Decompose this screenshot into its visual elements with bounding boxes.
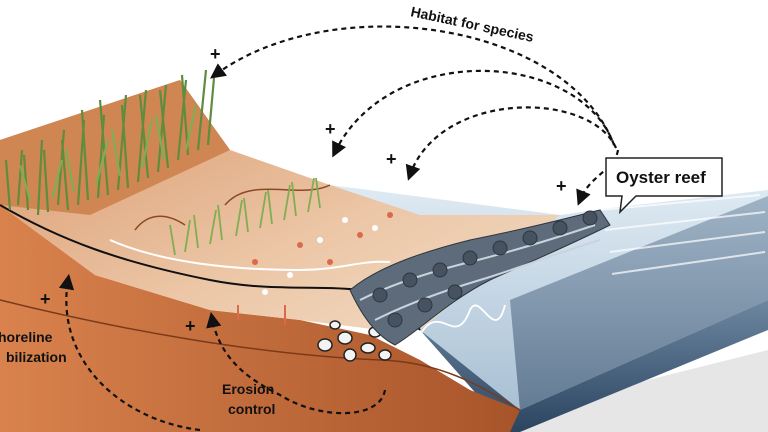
shoreline-label-line1: horeline	[0, 329, 53, 345]
erosion-label-line2: control	[228, 401, 275, 417]
arrows	[58, 25, 620, 432]
plus-shoreline: +	[40, 289, 51, 309]
marsh-grass	[4, 69, 321, 256]
habitat-arrow-reef	[576, 149, 620, 206]
wave-lines	[599, 194, 766, 275]
sediment-layer-line	[0, 299, 521, 411]
plus-signs: + + + + + +	[40, 44, 567, 336]
erosion-label-line1: Erosion	[222, 381, 274, 397]
plus-habitat-flat: +	[386, 149, 397, 169]
oyster-reef-callout: Oyster reef	[605, 157, 723, 215]
plus-erosion: +	[185, 316, 196, 336]
oyster-reef	[349, 209, 611, 346]
erosion-arrow	[206, 311, 387, 415]
oyster-reef-label: Oyster reef	[616, 168, 706, 187]
water-front-face	[510, 196, 768, 410]
shoreline-arrow	[58, 273, 201, 432]
tidal-creek	[134, 184, 331, 231]
habitat-arrow-flat	[405, 106, 618, 181]
habitat-arrow-mid	[332, 69, 616, 158]
plus-habitat-marsh: +	[210, 44, 221, 64]
waterline-curve	[109, 239, 391, 272]
sediment-side-face	[0, 205, 520, 432]
plus-habitat-reef: +	[556, 176, 567, 196]
habitat-arrow-marsh	[210, 25, 614, 141]
plus-habitat-mid: +	[325, 119, 336, 139]
buried-shells	[317, 320, 392, 362]
shoreline-label-line2: bilization	[6, 349, 67, 365]
sediment-particles	[237, 212, 393, 325]
habitat-label: Habitat for species	[409, 3, 535, 45]
